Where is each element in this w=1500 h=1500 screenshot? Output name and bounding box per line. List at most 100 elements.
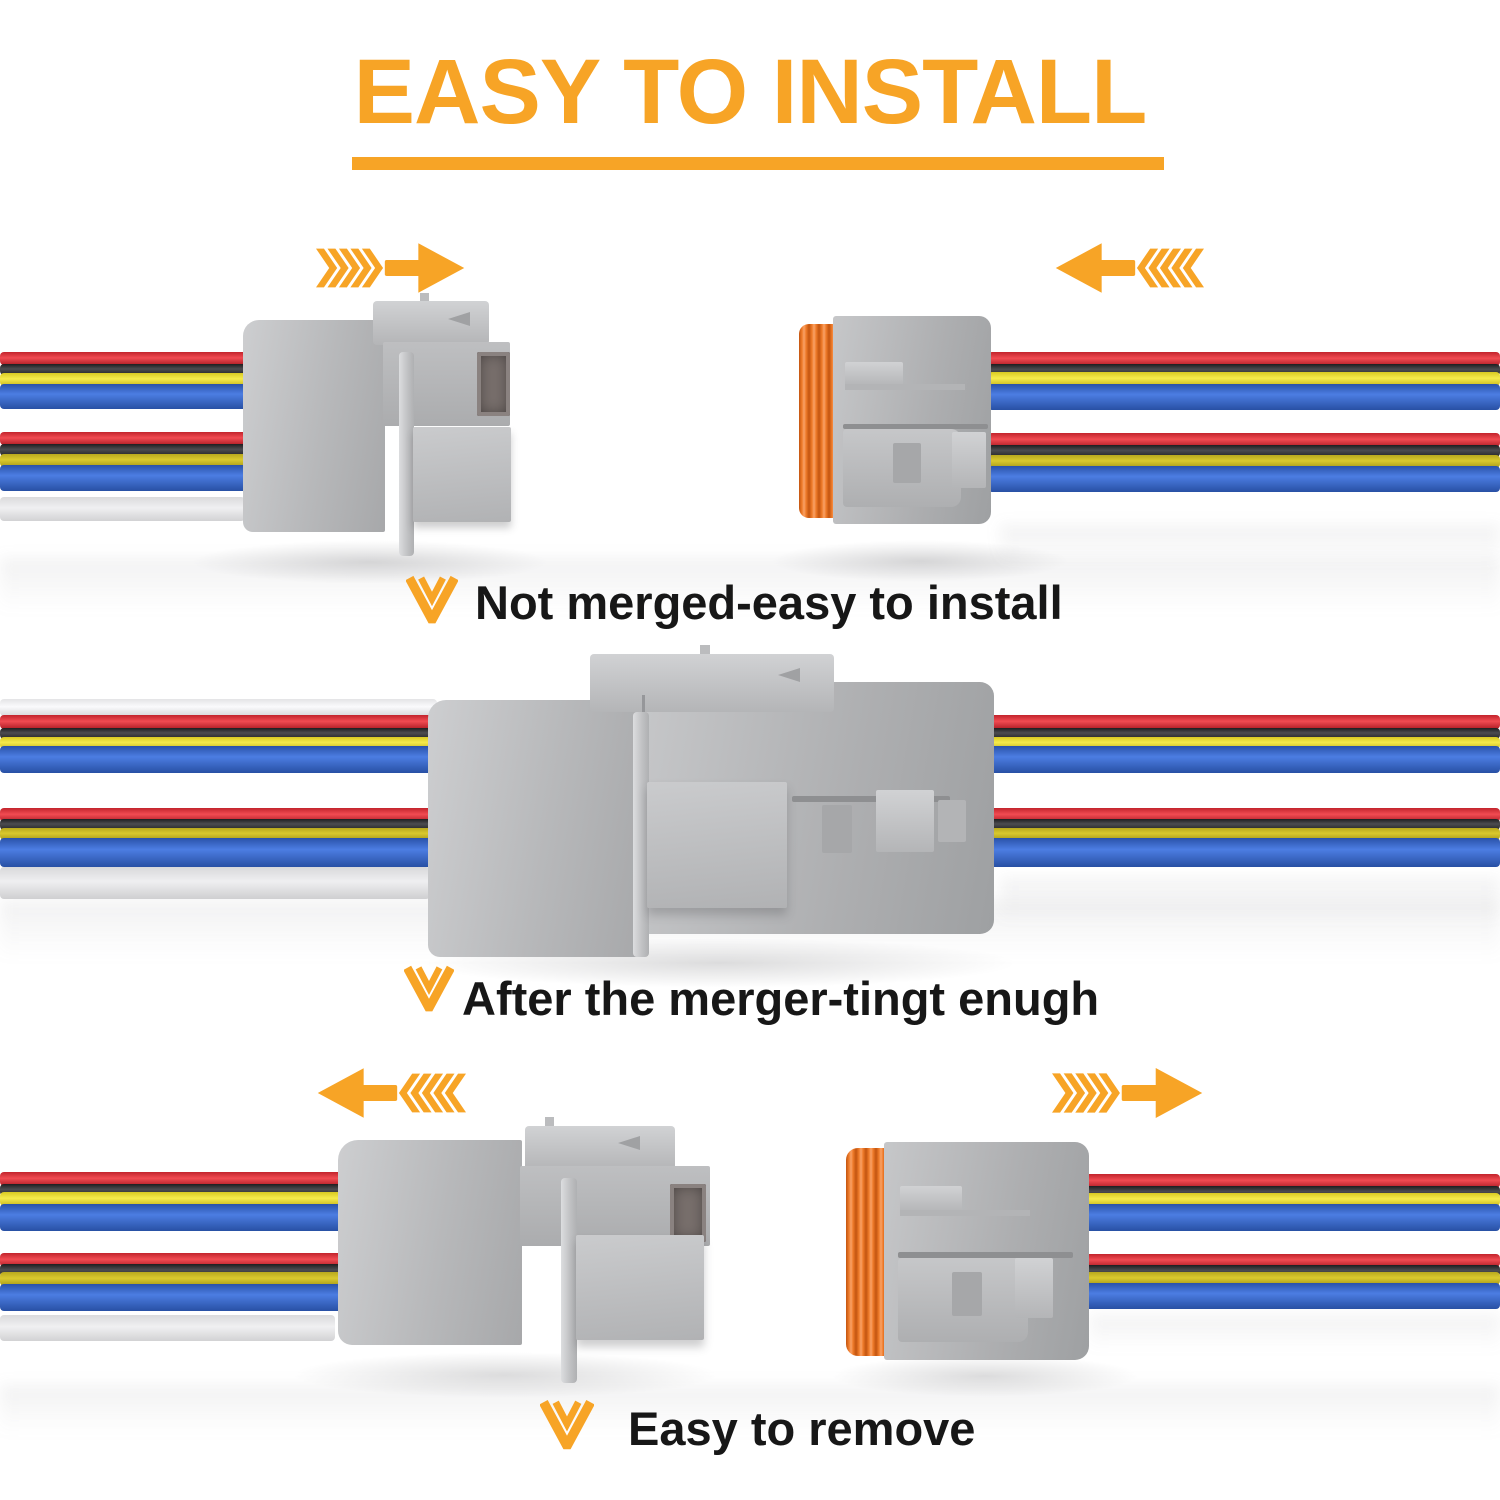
wire-black <box>990 728 1500 739</box>
wire-black <box>0 444 252 456</box>
connector-shadow <box>290 1352 720 1398</box>
wire-black <box>0 819 437 830</box>
wire-red <box>0 808 437 822</box>
caption-merged: After the merger-tingt enugh <box>462 972 1100 1025</box>
wire-yellow <box>0 454 252 467</box>
wire-red <box>990 808 1500 822</box>
title-underline <box>352 157 1164 170</box>
wire-red <box>988 433 1500 447</box>
female-connector-ledge <box>900 1210 1030 1216</box>
wire-yellow <box>0 1192 348 1206</box>
latch-groove <box>843 424 988 429</box>
wire-white <box>0 1315 335 1341</box>
latch-clip <box>952 432 986 488</box>
arrow-left-icon <box>1054 238 1204 298</box>
wire-gray <box>0 867 430 899</box>
merged-connector-nub <box>700 645 710 656</box>
male-connector-flange <box>561 1178 577 1383</box>
wire-blue <box>988 384 1500 410</box>
male-connector-flange <box>399 352 414 556</box>
connector-shadow <box>830 1355 1140 1397</box>
wire-blue <box>990 838 1500 867</box>
wire-red <box>988 352 1500 366</box>
merged-flange <box>633 712 649 957</box>
chevron-down-icon <box>404 964 454 1012</box>
wire-red <box>0 432 252 445</box>
orange-seal-rings <box>846 1148 886 1356</box>
wire-blue <box>988 466 1500 492</box>
socket-opening <box>477 352 510 416</box>
wire-white <box>0 699 437 716</box>
wire-blue <box>990 746 1500 773</box>
wire-blue <box>0 838 437 867</box>
wire-red <box>990 715 1500 729</box>
latch-clip <box>1015 1258 1053 1318</box>
page-title: EASY TO INSTALL <box>353 41 1148 143</box>
male-connector-body <box>243 320 385 532</box>
male-connector-nub <box>545 1117 554 1128</box>
ground-shading <box>0 1385 1500 1435</box>
wire-red <box>0 352 252 365</box>
wire-red <box>1083 1254 1500 1267</box>
wire-shadow <box>1090 1315 1500 1350</box>
male-connector-body <box>338 1140 522 1345</box>
wire-yellow <box>988 455 1500 468</box>
wire-yellow <box>990 828 1500 840</box>
wire-blue <box>0 746 437 773</box>
wire-black <box>988 445 1500 457</box>
latch-stop <box>938 800 966 842</box>
male-connector-wedge-block <box>413 427 511 522</box>
wire-yellow <box>1083 1272 1500 1285</box>
arrow-right-icon <box>1052 1064 1204 1122</box>
arrow-left-icon <box>316 1064 466 1122</box>
tab-notch-mark <box>448 312 470 326</box>
wire-blue <box>0 1204 348 1231</box>
wire-blue <box>0 465 252 491</box>
wire-red <box>1083 1174 1500 1188</box>
merged-top-tab <box>590 654 834 712</box>
latch-clip <box>876 790 934 852</box>
female-connector-top-tab <box>845 362 903 386</box>
wire-blue <box>0 1284 348 1311</box>
merged-wedge-block <box>647 782 787 908</box>
wire-red <box>0 1253 348 1267</box>
wire-black <box>0 728 437 739</box>
wire-white <box>0 497 245 521</box>
latch-groove <box>898 1252 1073 1258</box>
male-connector-top-tab <box>373 301 489 345</box>
male-connector-nub <box>420 293 429 303</box>
wire-yellow <box>1083 1193 1500 1206</box>
female-connector-ledge <box>845 384 965 390</box>
male-connector-top-tab <box>525 1126 675 1170</box>
wire-blue <box>1083 1283 1500 1309</box>
wire-blue <box>1083 1204 1500 1231</box>
wire-shadow <box>1000 878 1500 923</box>
male-connector-wedge-block <box>576 1235 704 1340</box>
wire-yellow <box>0 1272 348 1286</box>
wire-yellow <box>0 373 252 386</box>
latch-tab <box>893 443 921 483</box>
connector-shadow <box>770 540 1070 582</box>
tab-notch-mark <box>778 668 800 682</box>
latch-tab <box>822 805 852 853</box>
latch-groove <box>792 796 950 802</box>
wire-black <box>990 819 1500 830</box>
orange-seal-rings <box>799 324 835 518</box>
arrow-right-icon <box>316 238 466 298</box>
tab-notch-mark <box>618 1136 640 1150</box>
chevron-down-icon <box>406 574 458 624</box>
caption-before-install: Not merged-easy to install <box>475 576 1063 629</box>
wire-yellow <box>0 828 437 840</box>
wire-blue <box>0 384 252 409</box>
connector-shadow <box>190 540 550 584</box>
wire-red <box>0 1172 348 1186</box>
merged-male-half <box>428 700 642 957</box>
socket-opening <box>670 1184 706 1242</box>
latch-tab <box>952 1272 982 1316</box>
chevron-down-icon <box>540 1398 594 1450</box>
wire-yellow <box>988 372 1500 386</box>
female-connector-top-tab <box>900 1186 962 1212</box>
ground-shading <box>0 558 1500 613</box>
wire-shadow <box>1000 525 1500 565</box>
